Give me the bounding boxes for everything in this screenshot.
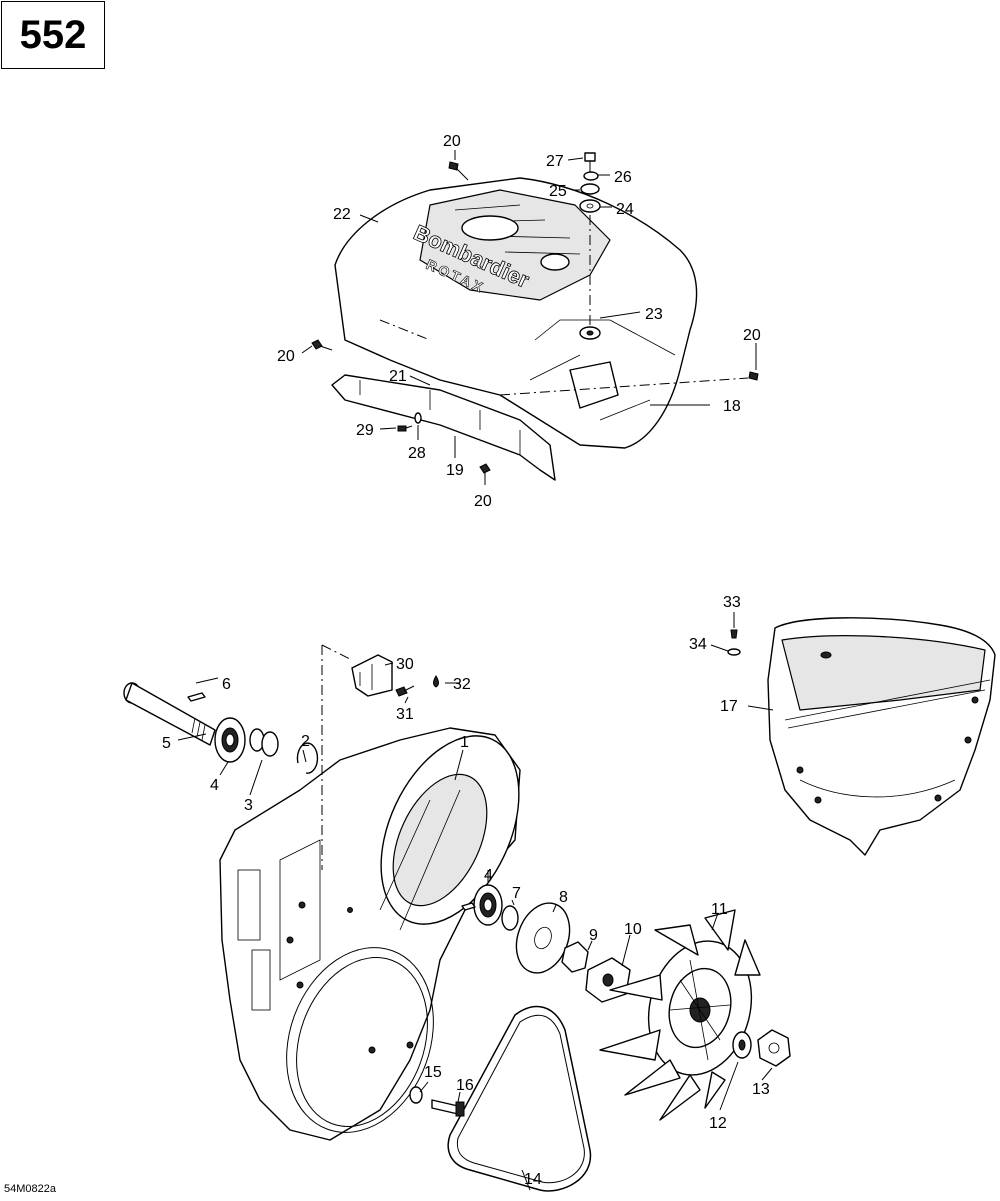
flange-disc [515, 902, 571, 974]
callouts: 20 27 26 25 24 22 23 20 20 21 18 29 28 1… [162, 133, 770, 1188]
callout-15: 15 [424, 1064, 442, 1081]
callout-17: 17 [720, 698, 738, 715]
belt-guard-cover [331, 177, 749, 481]
reference-code: 54M0822a [4, 1183, 56, 1195]
callout-20-bottom: 20 [474, 493, 492, 510]
callout-26: 26 [614, 169, 632, 186]
shaft-key [187, 692, 206, 702]
screw-33 [730, 629, 738, 639]
callout-2: 2 [301, 733, 310, 750]
washer-3b [261, 731, 279, 757]
drive-shaft [123, 682, 216, 746]
callout-3: 3 [244, 797, 253, 814]
callout-18: 18 [723, 398, 741, 415]
callout-9: 9 [589, 927, 598, 944]
circlip [296, 742, 319, 774]
hex-nut-9 [561, 941, 589, 973]
washer-34 [727, 648, 741, 656]
bearing-right [461, 884, 503, 926]
hex-nut-13 [757, 1029, 791, 1067]
callout-19: 19 [446, 462, 464, 479]
upper-hardware [311, 152, 759, 474]
clamp [351, 654, 439, 697]
bearing-left [214, 717, 246, 763]
callout-27: 27 [546, 153, 564, 170]
callout-16: 16 [456, 1077, 474, 1094]
fan-cover [767, 617, 996, 856]
leader-lines [177, 150, 774, 1191]
callout-4-right: 4 [484, 867, 493, 884]
callout-13: 13 [752, 1081, 770, 1098]
washer-7 [501, 905, 519, 931]
callout-21: 21 [389, 368, 407, 385]
drive-belt [447, 1005, 592, 1192]
callout-10: 10 [624, 921, 642, 938]
callout-14: 14 [524, 1171, 542, 1188]
callout-6: 6 [222, 676, 231, 693]
callout-12: 12 [709, 1115, 727, 1132]
callout-30: 30 [396, 656, 414, 673]
callout-33: 33 [723, 594, 741, 611]
callout-20-left: 20 [277, 348, 295, 365]
callout-11: 11 [711, 901, 728, 918]
cooling-fan [599, 909, 761, 1121]
callout-24: 24 [616, 201, 634, 218]
callout-8: 8 [559, 889, 568, 906]
callout-29: 29 [356, 422, 374, 439]
page-number: 552 [19, 12, 87, 57]
washer-15 [409, 1086, 423, 1104]
page-number-box: 552 [1, 1, 105, 69]
callout-23: 23 [645, 306, 663, 323]
callout-20-right: 20 [743, 327, 761, 344]
drive-housing [219, 644, 521, 1141]
callout-20-top: 20 [443, 133, 461, 150]
callout-1: 1 [460, 734, 469, 751]
callout-5: 5 [162, 735, 171, 752]
bolt-16 [431, 1099, 465, 1117]
callout-4-left: 4 [210, 777, 219, 794]
callout-34: 34 [689, 636, 707, 653]
callout-22: 22 [333, 206, 351, 223]
callout-32: 32 [453, 676, 471, 693]
callout-7: 7 [512, 885, 521, 902]
callout-31: 31 [396, 706, 414, 723]
callout-25: 25 [549, 183, 567, 200]
callout-28: 28 [408, 445, 426, 462]
